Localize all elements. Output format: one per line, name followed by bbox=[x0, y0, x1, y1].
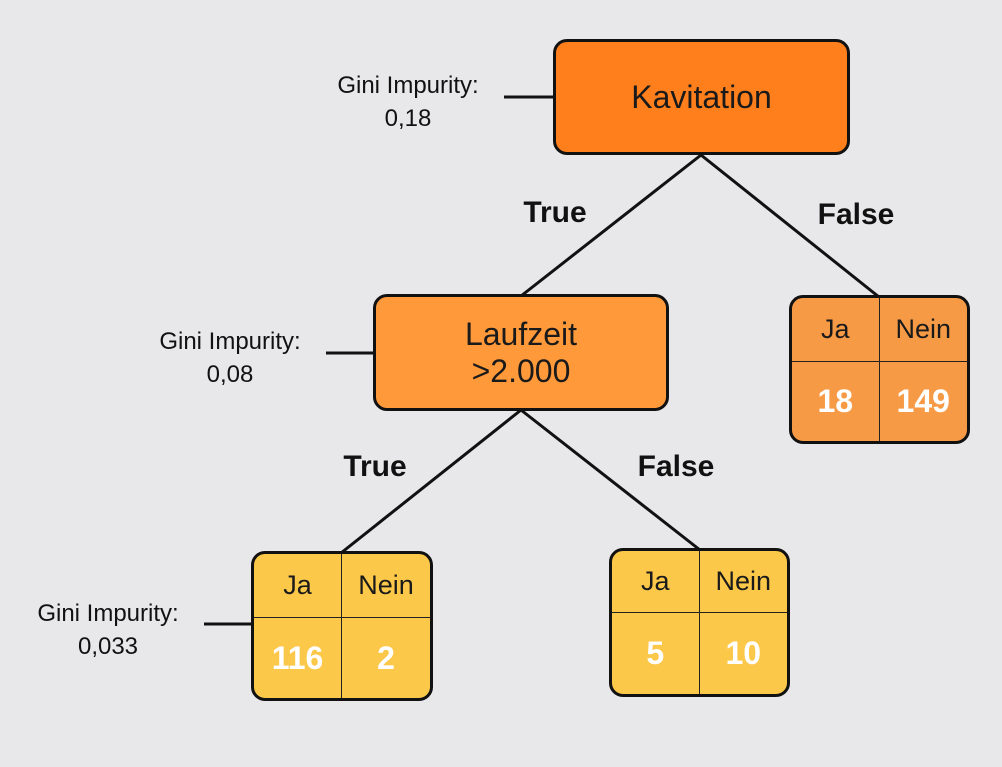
gini-annotation-leaf-left: Gini Impurity: 0,033 bbox=[8, 597, 208, 663]
leaf-header-ja: Ja bbox=[792, 298, 880, 362]
leaf-value-ja: 5 bbox=[612, 613, 700, 694]
leaf-header-nein: Nein bbox=[699, 551, 787, 613]
leaf-value-ja: 116 bbox=[254, 618, 342, 698]
edge-root-true bbox=[520, 153, 702, 298]
gini-value: 0,033 bbox=[77, 633, 139, 660]
leaf-header-nein: Nein bbox=[879, 298, 967, 362]
leaf-header-nein: Nein bbox=[342, 554, 430, 618]
gini-label: Gini Impurity: bbox=[337, 72, 479, 99]
mid-node-label-line2: >2.000 bbox=[471, 352, 571, 389]
edge-mid-false bbox=[520, 408, 701, 552]
root-node-label: Kavitation bbox=[631, 78, 772, 115]
leaf-mid: Ja Nein 5 10 bbox=[609, 548, 790, 697]
leaf-left: Ja Nein 116 2 bbox=[251, 551, 433, 701]
gini-label: Gini Impurity: bbox=[159, 328, 301, 355]
edge-label-mid-true: True bbox=[343, 450, 407, 483]
gini-value: 0,08 bbox=[206, 361, 254, 388]
leaf-value-nein: 149 bbox=[896, 383, 950, 419]
edge-label-mid-false: False bbox=[637, 450, 715, 483]
leaf-header-ja: Ja bbox=[254, 554, 342, 618]
leaf-right: Ja Nein 18 149 bbox=[789, 295, 970, 444]
mid-node-label-line1: Laufzeit bbox=[464, 315, 578, 352]
gini-value: 0,18 bbox=[384, 105, 432, 132]
edge-label-root-false: False bbox=[817, 198, 895, 231]
gini-annotation-mid: Gini Impurity: 0,08 bbox=[130, 325, 330, 391]
gini-annotation-root: Gini Impurity: 0,18 bbox=[308, 69, 508, 135]
edge-root-false bbox=[700, 153, 880, 299]
root-node-kavitation: Kavitation bbox=[553, 39, 850, 155]
gini-label: Gini Impurity: bbox=[37, 600, 179, 627]
leaf-value-nein: 10 bbox=[725, 635, 762, 671]
leaf-header-ja: Ja bbox=[612, 551, 700, 613]
mid-node-laufzeit: Laufzeit >2.000 bbox=[373, 294, 669, 411]
leaf-value-nein: 2 bbox=[377, 639, 395, 676]
leaf-value-ja: 18 bbox=[792, 362, 880, 441]
edge-label-root-true: True bbox=[523, 196, 587, 229]
edge-mid-true bbox=[340, 408, 522, 555]
